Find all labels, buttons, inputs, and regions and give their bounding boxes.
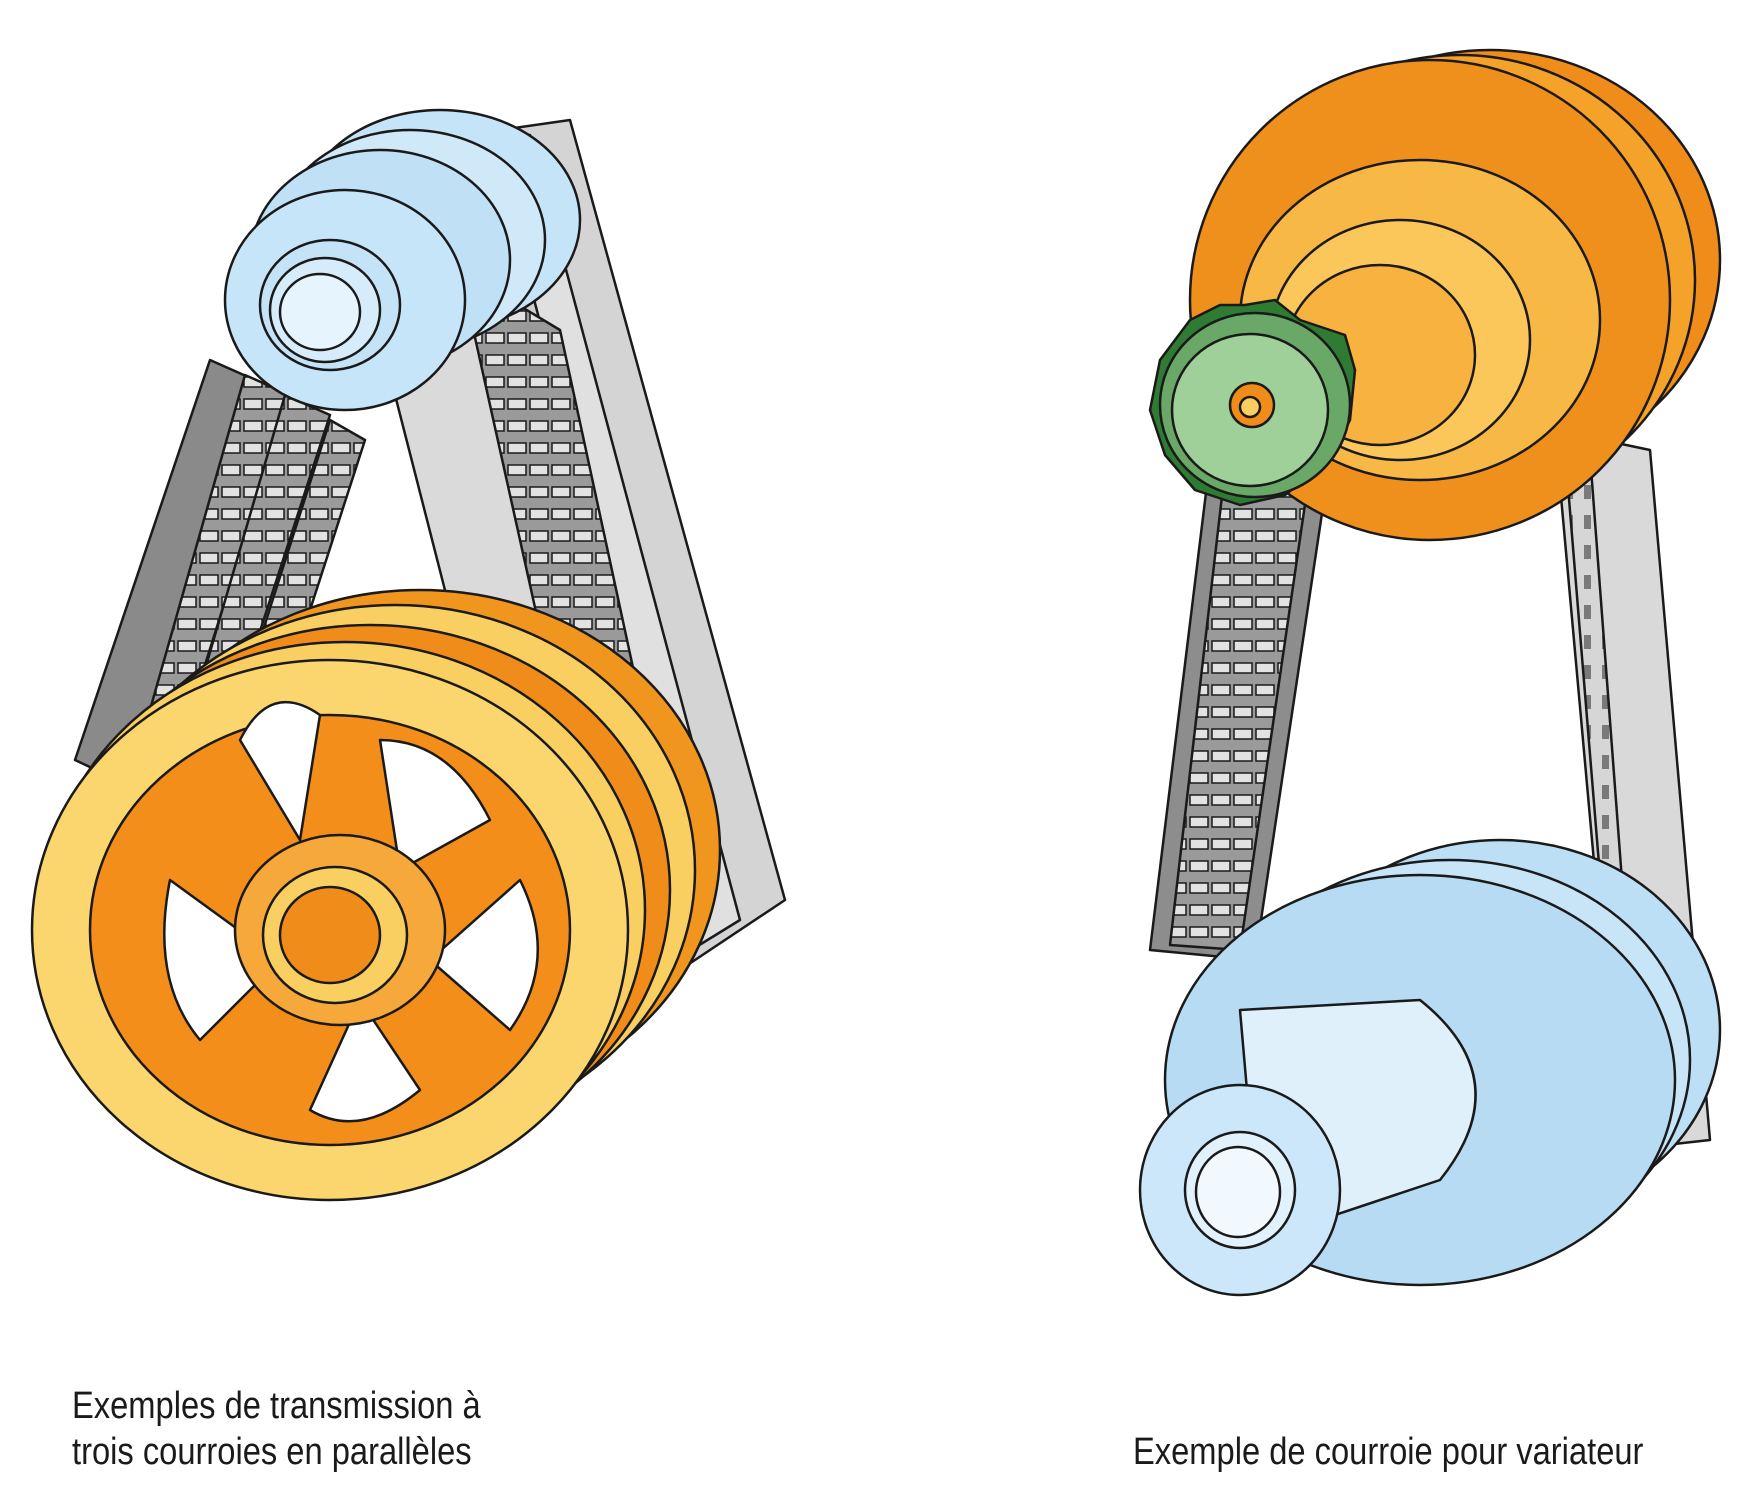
caption-three-belts-line-1: Exemples de transmission à	[72, 1385, 481, 1427]
bottom-blue-pulley	[1138, 838, 1722, 1297]
caption-variator-belt: Exemple de courroie pour variateur	[1133, 1431, 1644, 1473]
caption-three-belts-line-2: trois courroies en parallèles	[72, 1431, 472, 1473]
three-belt-transmission	[30, 108, 787, 1202]
bottom-spoked-pulley	[30, 588, 722, 1202]
variator-belt-transmission	[1138, 48, 1722, 1297]
green-adjustment-knob	[1148, 298, 1357, 507]
top-blue-pulley	[223, 108, 582, 412]
